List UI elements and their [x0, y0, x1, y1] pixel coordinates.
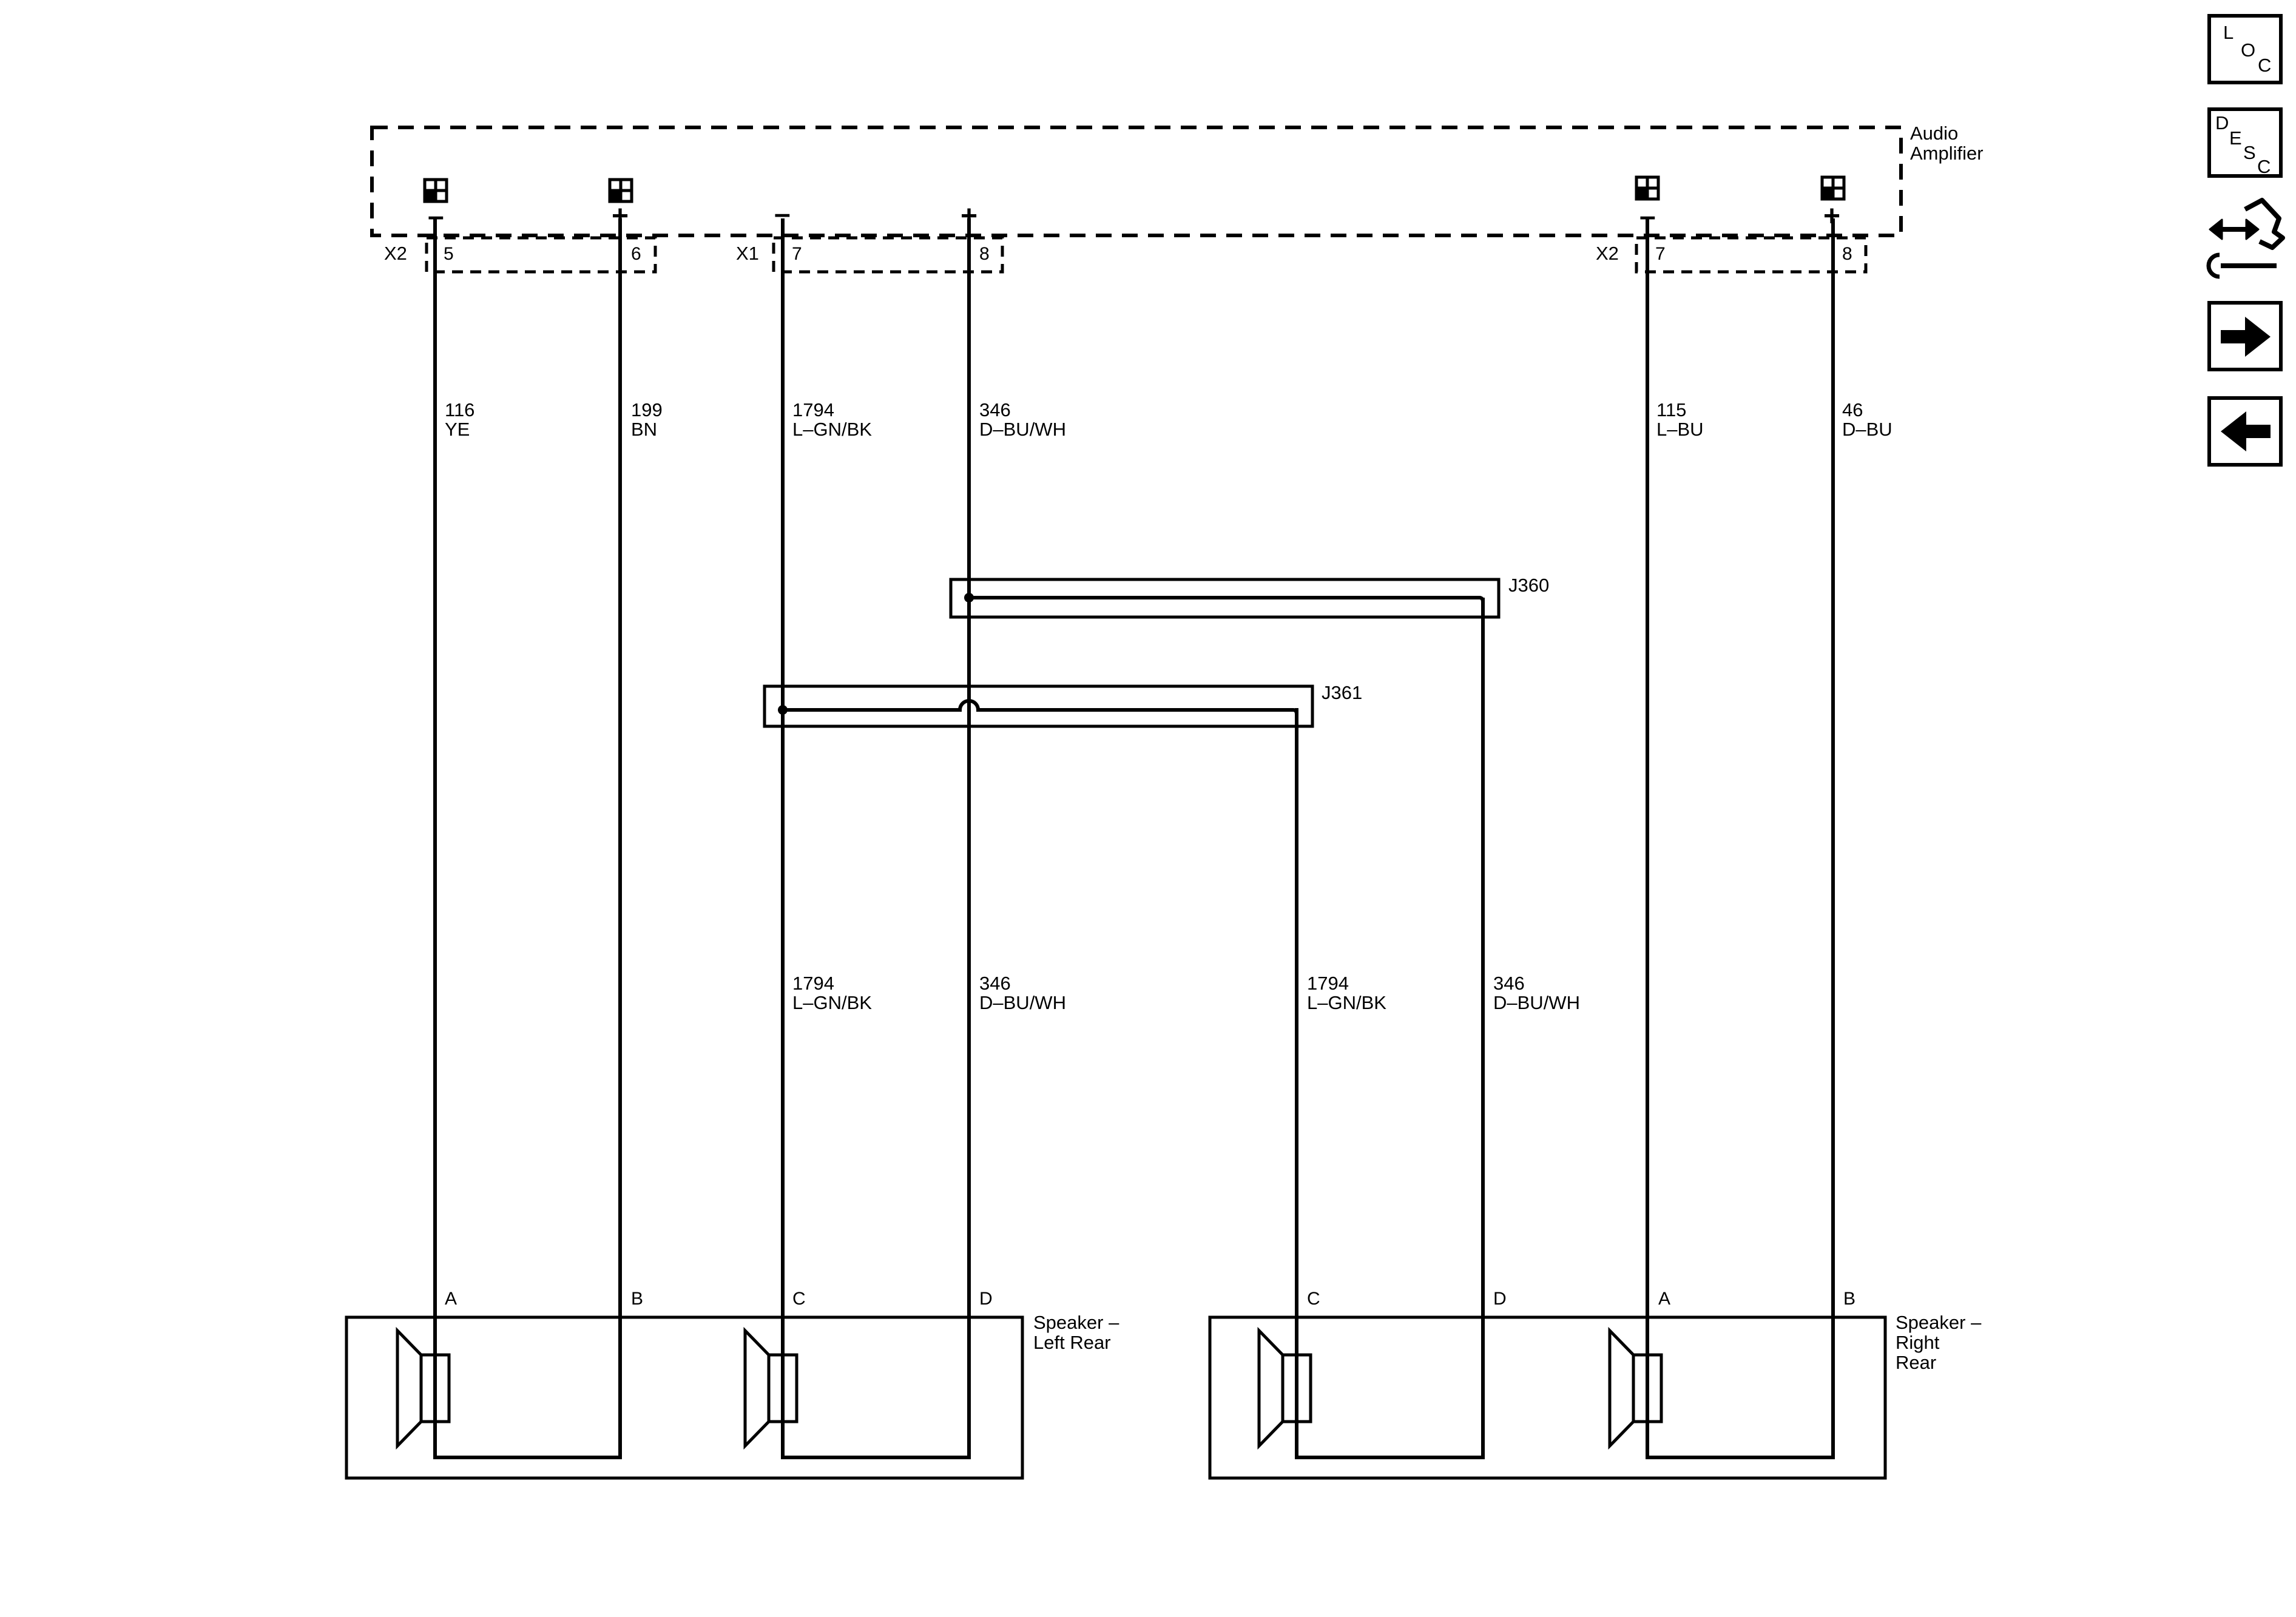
pin-letter: B [631, 1289, 643, 1309]
splice-j360: J360 [949, 575, 1549, 619]
desc-letter: D [2215, 112, 2229, 133]
loc-letter: C [2258, 55, 2271, 76]
loc-letter: L [2223, 22, 2234, 43]
pin-letter: A [1658, 1289, 1670, 1309]
description-button[interactable]: D E S C [2207, 107, 2283, 178]
pin-letter: D [1493, 1289, 1507, 1309]
splice-node [778, 705, 788, 715]
speaker-name-line2: Left Rear [1033, 1332, 1111, 1353]
wires [433, 218, 1835, 1457]
pin-number: 7 [1655, 244, 1666, 264]
connector-x2-right: X2 7 8 [1596, 236, 1868, 274]
description-icon [2207, 107, 2283, 178]
wire-labels-upper: 116 YE 199 BN 1794 L–GN/BK 346 D–BU/WH 1… [445, 399, 1893, 440]
pin-number: 8 [1842, 244, 1852, 264]
circuit-number: 346 [979, 399, 1011, 420]
wire-color: BN [631, 419, 657, 440]
pin-number: 6 [631, 244, 641, 264]
connector-x2-left: X2 5 6 [384, 236, 657, 274]
wire-color: L–GN/BK [792, 992, 872, 1013]
previous-button[interactable] [2207, 396, 2283, 467]
circuit-number: 1794 [792, 399, 834, 420]
speaker-name-line1: Speaker – [1033, 1312, 1119, 1333]
circuit-number: 46 [1842, 399, 1863, 420]
connector-id: X2 [384, 243, 407, 264]
terminal-symbol-icon [1635, 175, 1660, 201]
splice-pack [763, 684, 1314, 728]
circuit-number: 1794 [792, 973, 834, 994]
location-button[interactable]: L O C [2207, 14, 2283, 84]
speaker-enclosure [1208, 1315, 1887, 1480]
nav-panel: L O C D E S C [2206, 14, 2285, 467]
amplifier-title-line1: Audio [1910, 123, 1958, 144]
pin-letter: B [1843, 1289, 1855, 1309]
wire-color: L–GN/BK [792, 419, 872, 440]
pin-letter: A [445, 1289, 457, 1309]
pin-number: 5 [444, 244, 454, 264]
location-icon [2207, 14, 2283, 84]
wire-color: YE [445, 419, 470, 440]
splice-j361: J361 [763, 682, 1362, 728]
amplifier-outline [370, 126, 1903, 237]
pin-letter: C [792, 1289, 806, 1309]
loc-letter: O [2241, 39, 2255, 61]
connector-service-icon [2206, 198, 2285, 279]
speaker-name-line1: Speaker – [1896, 1312, 1982, 1333]
speaker-icon [1257, 1326, 1312, 1450]
speaker-left-rear: Speaker – Left Rear A B C D [345, 1289, 1119, 1480]
desc-letter: E [2229, 127, 2242, 149]
amplifier-title-line2: Amplifier [1910, 143, 1984, 164]
circuit-number: 346 [979, 973, 1011, 994]
splice-label: J360 [1508, 575, 1549, 596]
circuit-number: 199 [631, 399, 663, 420]
wire-color: D–BU [1842, 419, 1893, 440]
connector-x1: X1 7 8 [736, 236, 1004, 274]
circuit-number: 346 [1493, 973, 1525, 994]
pin-letter: C [1307, 1289, 1320, 1309]
terminal-symbol-icon [423, 178, 448, 203]
wire-color: D–BU/WH [979, 992, 1066, 1013]
wire-color: D–BU/WH [979, 419, 1066, 440]
speaker-name-line3: Rear [1896, 1352, 1936, 1373]
circuit-number: 115 [1656, 399, 1686, 420]
connector-id: X1 [736, 243, 759, 264]
pin-number: 7 [792, 244, 802, 264]
arrow-left-icon [2221, 411, 2271, 451]
speaker-icon [1608, 1326, 1663, 1450]
wire-color: L–BU [1656, 419, 1704, 440]
connector-service-button[interactable] [2206, 198, 2285, 279]
speaker-icon [396, 1326, 451, 1450]
circuit-number: 1794 [1307, 973, 1349, 994]
desc-letter: C [2257, 156, 2271, 177]
terminal-symbol-icon [1820, 175, 1846, 201]
terminal-symbol-icon [608, 178, 633, 203]
wire-labels-lower: 1794 L–GN/BK 346 D–BU/WH 1794 L–GN/BK 34… [792, 973, 1580, 1013]
speaker-enclosure [345, 1315, 1024, 1480]
speaker-right-rear: Speaker – Right Rear C D A B [1208, 1289, 1982, 1480]
speaker-name-line2: Right [1896, 1332, 1940, 1353]
splice-node [964, 593, 974, 603]
audio-amplifier: Audio Amplifier – + [370, 123, 1984, 237]
pin-letter: D [979, 1289, 993, 1309]
splice-label: J361 [1322, 682, 1362, 703]
splice-pack [949, 578, 1501, 619]
circuit-number: 116 [445, 399, 474, 420]
next-button[interactable] [2207, 301, 2283, 371]
pin-number: 8 [979, 244, 990, 264]
desc-letter: S [2243, 142, 2256, 163]
wire-color: D–BU/WH [1493, 992, 1580, 1013]
connector-id: X2 [1596, 243, 1619, 264]
wire-color: L–GN/BK [1307, 992, 1386, 1013]
speaker-icon [743, 1326, 799, 1450]
arrow-right-icon [2221, 317, 2271, 357]
